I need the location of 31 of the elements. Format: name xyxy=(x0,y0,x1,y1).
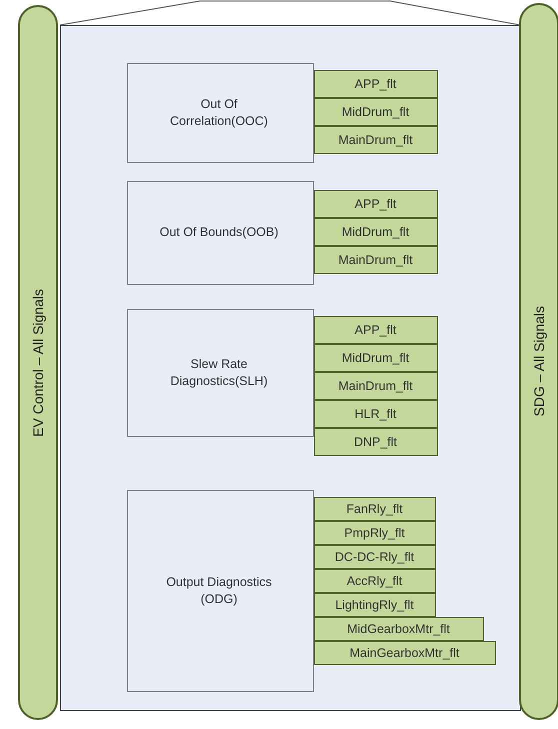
signal-tag: MidDrum_flt xyxy=(314,218,438,246)
box-label: Out Of Bounds(OOB) xyxy=(158,224,280,241)
signal-tag: MidDrum_flt xyxy=(314,98,438,126)
roller-label: SDG – All Signals xyxy=(531,306,547,417)
signal-tag: PmpRly_flt xyxy=(314,520,436,544)
diagnostic-box xyxy=(126,180,314,284)
box-label: Output Diagnostics (ODG) xyxy=(165,574,273,608)
signal-tag: FanRly_flt xyxy=(314,496,436,520)
signal-tag: APP_flt xyxy=(314,190,438,218)
signal-tag: LightingRly_flt xyxy=(314,592,436,616)
signal-tag: MidGearboxMtr_flt xyxy=(314,616,484,640)
signal-tag: MainDrum_flt xyxy=(314,246,438,274)
signal-tag: DC-DC-Rly_flt xyxy=(314,544,436,568)
signal-tag: HLR_flt xyxy=(314,400,438,428)
signal-tag: APP_flt xyxy=(314,70,438,98)
diagnostic-box xyxy=(126,490,314,692)
roller-label: EV Control – All Signals xyxy=(30,288,46,436)
box-label: Slew Rate Diagnostics(SLH) xyxy=(169,356,269,390)
signal-tag: MidDrum_flt xyxy=(314,344,438,372)
signal-tag: AccRly_flt xyxy=(314,568,436,592)
box-label: Out Of Correlation(OOC) xyxy=(169,96,269,130)
signal-tag: MainGearboxMtr_flt xyxy=(314,640,496,664)
signal-tag: MainDrum_flt xyxy=(314,126,438,154)
signal-tag: APP_flt xyxy=(314,316,438,344)
signal-tag: MainDrum_flt xyxy=(314,372,438,400)
diagnostic-box xyxy=(126,62,314,162)
scroll-roller xyxy=(519,3,558,720)
diagnostic-box xyxy=(126,308,314,436)
scroll-panel xyxy=(60,25,521,711)
scroll-roller xyxy=(18,5,58,720)
signal-tag: DNP_flt xyxy=(314,428,438,456)
